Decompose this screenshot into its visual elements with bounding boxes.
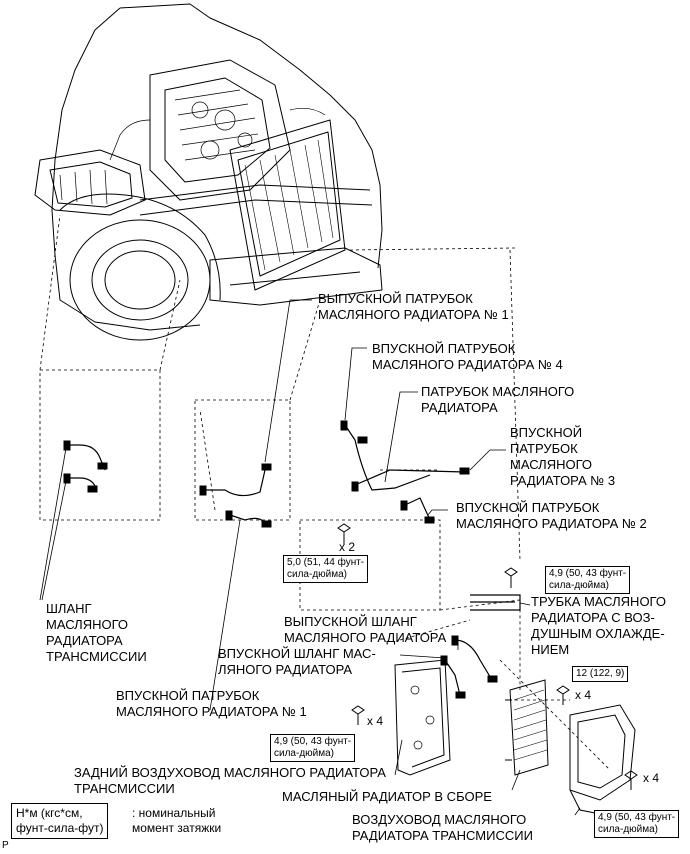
label-cooler-assy: МАСЛЯНЫЙ РАДИАТОР В СБОРЕ: [282, 789, 492, 804]
vehicle-illustration: [34, 3, 383, 341]
label-outlet-hose: ВЫПУСКНОЙ ШЛАНГ МАСЛЯНОГО РАДИАТОРА: [284, 614, 447, 645]
label-inlet-hose: ВПУСКНОЙ ШЛАНГ МАС- ЛЯНОГО РАДИАТОРА: [218, 646, 376, 677]
oil-cooler-assembly: [505, 679, 549, 776]
reference-lines: [39, 214, 611, 771]
bolts: [337, 523, 638, 790]
quantity-label: x 4: [575, 688, 592, 702]
label-outlet-hose-1: ВЫПУСКНОЙ ПАТРУБОК МАСЛЯНОГО РАДИАТОРА №…: [318, 291, 509, 322]
hose-clamps: [63, 420, 498, 699]
page-marker: P: [2, 840, 9, 851]
label-trans-duct: ВОЗДУХОВОД МАСЛЯНОГО РАДИАТОРА ТРАНСМИСС…: [352, 812, 533, 843]
label-rear-duct: ЗАДНИЙ ВОЗДУХОВОД МАСЛЯНОГО РАДИАТОРА ТР…: [74, 765, 386, 796]
cooler-duct: [569, 704, 636, 816]
label-air-cooled-tube: ТРУБКА МАСЛЯНОГО РАДИАТОРА С ВОЗ- ДУШНЫМ…: [531, 594, 666, 657]
rear-duct: [394, 659, 451, 776]
legend-description: : номинальный момент затяжки: [132, 806, 222, 835]
quantity-label: x 4: [367, 714, 384, 728]
torque-spec-2: 4,9 (50, 43 фунт- сила-дюйма): [545, 566, 631, 594]
label-inlet-hose-3: ВПУСКНОЙ ПАТРУБОК МАСЛЯНОГО РАДИАТОРА № …: [510, 425, 616, 488]
torque-spec-3: 12 (122, 9): [572, 666, 629, 682]
torque-spec-4: 4,9 (50, 43 фунт- сила-дюйма): [270, 734, 356, 762]
label-cooler-hose: ПАТРУБОК МАСЛЯНОГО РАДИАТОРА: [421, 384, 575, 415]
label-inlet-hose-2: ВПУСКНОЙ ПАТРУБОК МАСЛЯНОГО РАДИАТОРА № …: [456, 500, 647, 531]
label-inlet-hose-4: ВПУСКНОЙ ПАТРУБОК МАСЛЯНОГО РАДИАТОРА № …: [372, 341, 563, 372]
legend-unit-box: Н*м (кгс*см, фунт-сила-фут): [11, 803, 109, 839]
leader-lines: [39, 299, 581, 816]
torque-spec-1: 5,0 (51, 44 фунт- сила-дюйма): [283, 555, 369, 583]
label-trans-hose: ШЛАНГ МАСЛЯНОГО РАДИАТОРА ТРАНСМИССИИ: [46, 601, 147, 664]
quantity-label: x 4: [643, 771, 660, 785]
torque-spec-5: 4,9 (50, 43 фунт- сила-дюйма): [594, 810, 680, 838]
label-inlet-hose-1: ВПУСКНОЙ ПАТРУБОК МАСЛЯНОГО РАДИАТОРА № …: [116, 688, 307, 719]
quantity-label: x 2: [339, 540, 356, 554]
